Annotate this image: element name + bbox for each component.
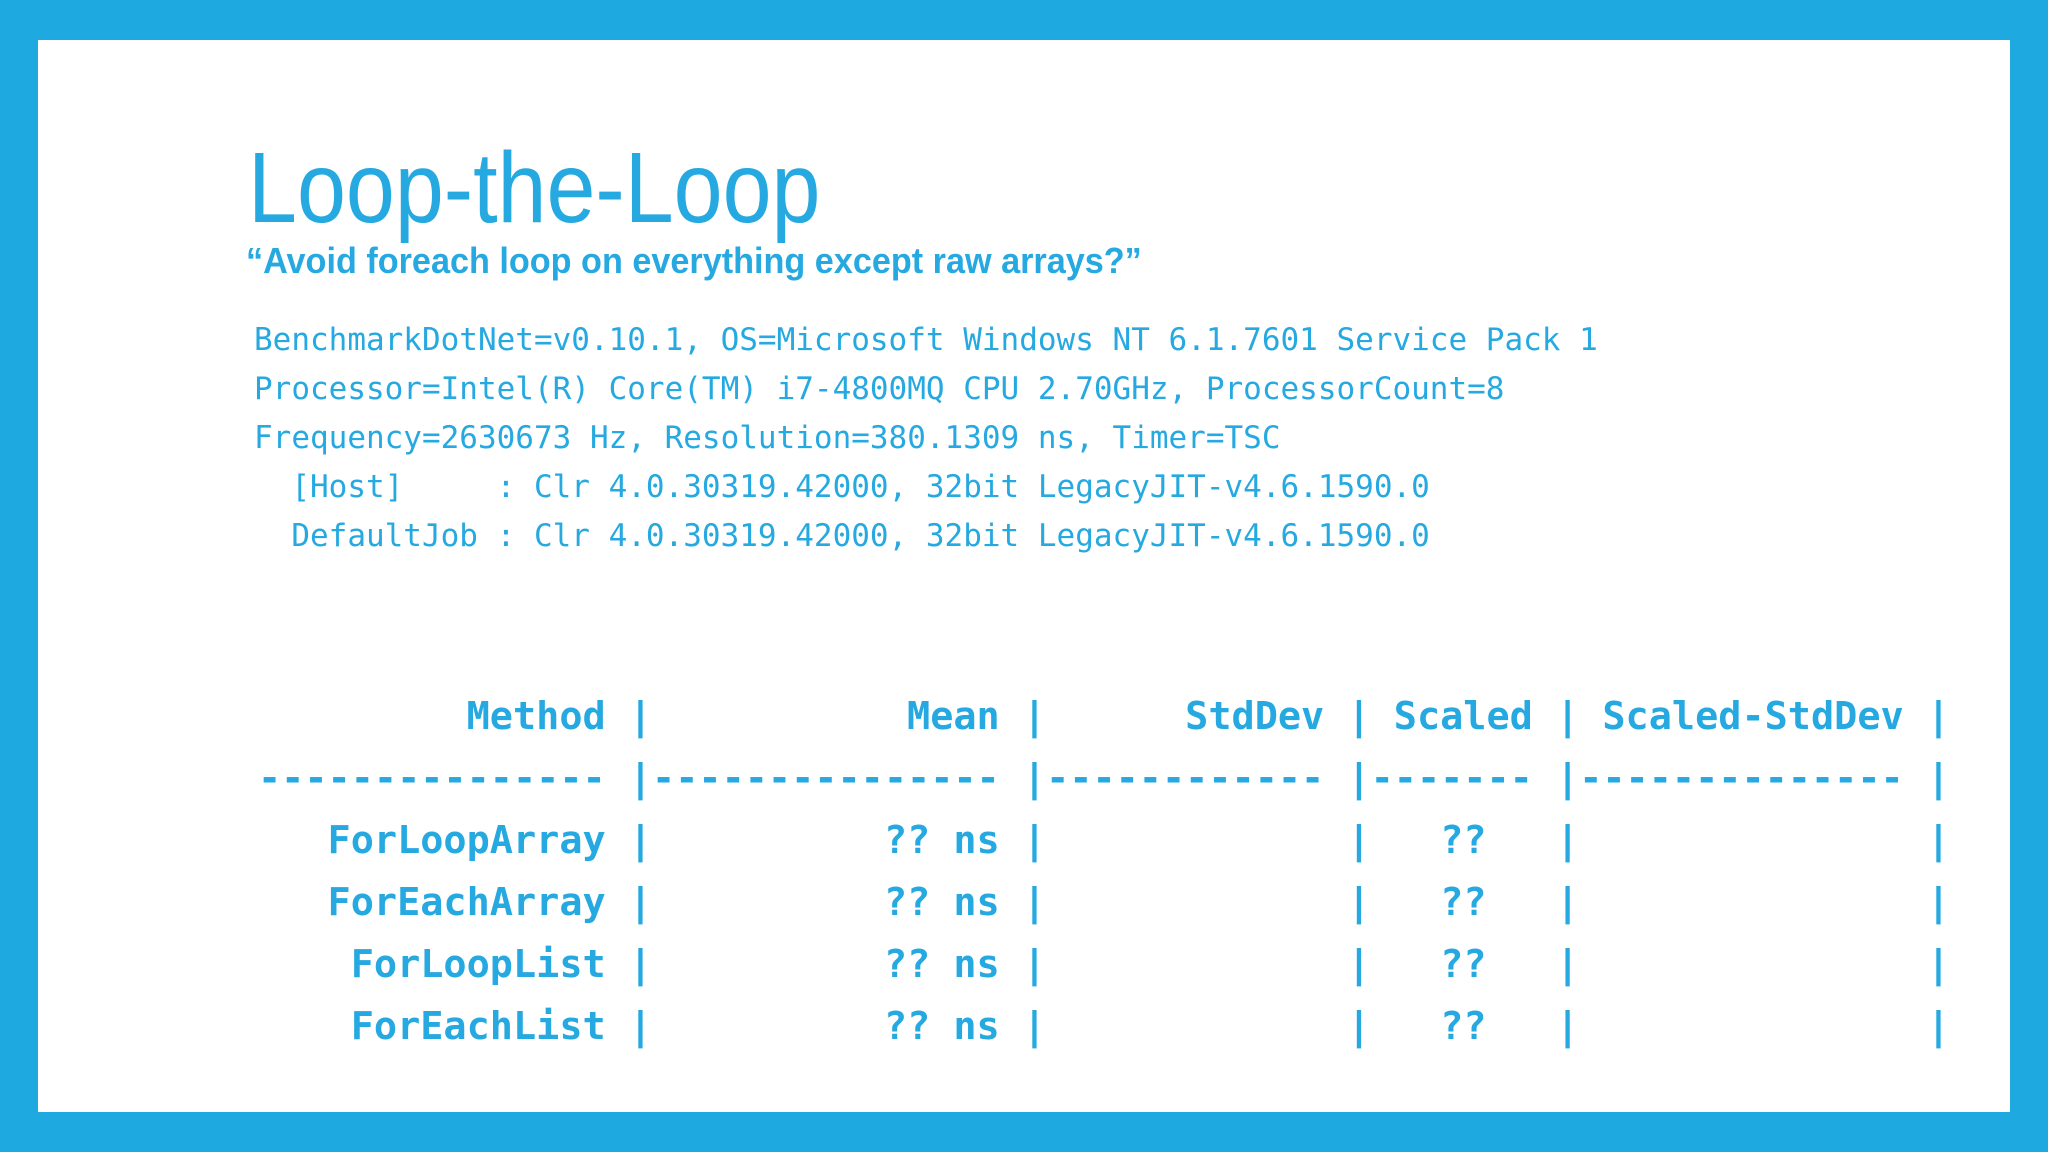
slide-card: Loop-the-Loop “Avoid foreach loop on eve… — [38, 40, 2010, 1112]
slide-title: Loop-the-Loop — [248, 132, 821, 244]
benchmark-results-table: Method | Mean | StdDev | Scaled | Scaled… — [258, 694, 1951, 1049]
benchmark-environment-block: BenchmarkDotNet=v0.10.1, OS=Microsoft Wi… — [254, 322, 1598, 554]
slide-subtitle: “Avoid foreach loop on everything except… — [246, 240, 1142, 281]
